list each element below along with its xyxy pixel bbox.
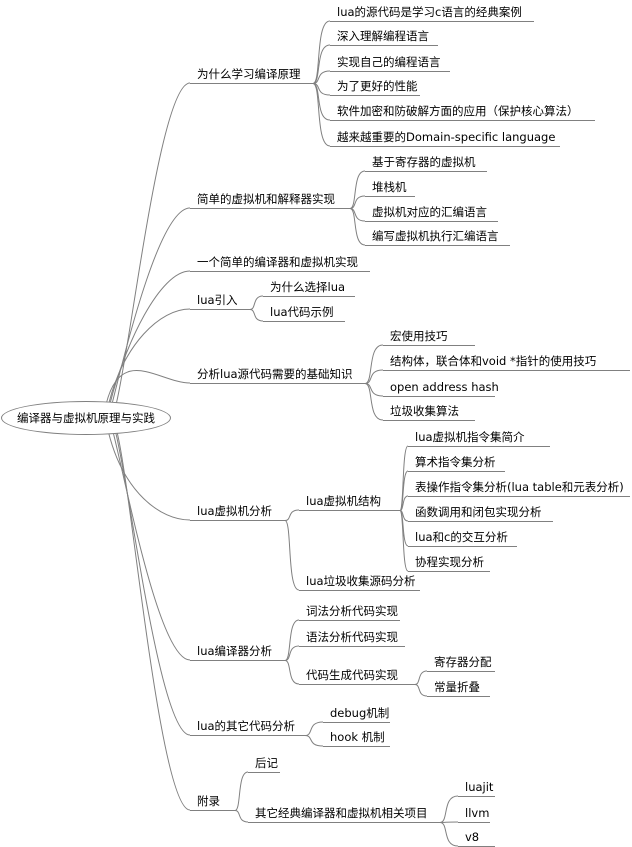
connector-line: [414, 684, 428, 697]
root-node-label: 编译器与虚拟机原理与实践: [17, 411, 155, 425]
connector-line: [349, 195, 366, 209]
subtopic-node[interactable]: 寄存器分配: [434, 655, 492, 669]
subtopic-node[interactable]: 垃圾收集算法: [390, 404, 459, 418]
subtopic-node[interactable]: 代码生成代码实现: [306, 668, 398, 682]
subtopic-node[interactable]: 深入理解编程语言: [337, 29, 429, 43]
connector-line: [312, 44, 331, 84]
topic-node[interactable]: 附录: [197, 794, 220, 808]
connector-line: [284, 660, 300, 685]
topic-node[interactable]: 分析lua源代码需要的基础知识: [197, 367, 353, 381]
subtopic-node[interactable]: 常量折叠: [434, 680, 480, 694]
connector-line: [312, 83, 331, 121]
connector-line: [115, 431, 191, 736]
subtopic-node[interactable]: llvm: [465, 806, 490, 820]
subtopic-node[interactable]: 表操作指令集分析(lua table和元表分析): [415, 480, 624, 494]
subtopic-node[interactable]: debug机制: [330, 706, 390, 720]
connector-line: [249, 309, 264, 322]
subtopic-node[interactable]: 后记: [255, 756, 278, 770]
subtopic-node[interactable]: 实现自己的编程语言: [337, 55, 441, 69]
subtopic-node[interactable]: 越来越重要的Domain-specific language: [337, 130, 556, 144]
connector-line: [399, 495, 409, 511]
subtopic-node[interactable]: 虚拟机对应的汇编语言: [372, 205, 487, 219]
subtopic-node[interactable]: lua虚拟机结构: [306, 494, 382, 508]
connector-line: [105, 370, 191, 405]
topic-node[interactable]: lua虚拟机分析: [197, 504, 273, 518]
connector-line: [399, 470, 409, 511]
connector-line: [234, 771, 249, 811]
connector-line: [364, 383, 384, 421]
topic-node[interactable]: lua引入: [197, 293, 238, 307]
subtopic-node[interactable]: open address hash: [390, 380, 499, 394]
connector-line: [304, 721, 324, 736]
connector-line: [284, 509, 300, 521]
connector-line: [284, 645, 300, 661]
subtopic-node[interactable]: 软件加密和防破解方面的应用（保护核心算法）: [337, 104, 579, 118]
connector-line: [399, 510, 409, 572]
connector-line: [439, 822, 459, 847]
connector-line: [234, 810, 249, 823]
connector-line: [284, 520, 300, 591]
subtopic-node[interactable]: 结构体，联合体和void *指针的使用技巧: [390, 354, 597, 368]
connector-line: [312, 83, 331, 147]
subtopic-node[interactable]: lua和c的交互分析: [415, 530, 508, 544]
topic-node[interactable]: 简单的虚拟机和解释器实现: [197, 192, 335, 206]
subtopic-node[interactable]: 堆栈机: [372, 180, 407, 194]
subtopic-node[interactable]: lua代码示例: [270, 305, 334, 319]
topic-node[interactable]: 一个简单的编译器和虚拟机实现: [197, 255, 358, 269]
subtopic-node[interactable]: hook 机制: [330, 730, 385, 744]
connector-line: [284, 619, 300, 661]
connector-line: [107, 431, 191, 521]
connector-line: [364, 369, 384, 384]
connector-line: [111, 207, 191, 405]
subtopic-node[interactable]: 语法分析代码实现: [306, 630, 398, 644]
topic-node[interactable]: lua编译器分析: [197, 644, 273, 658]
root-node[interactable]: 编译器与虚拟机原理与实践: [1, 401, 171, 435]
subtopic-node[interactable]: 为什么选择lua: [270, 280, 346, 294]
subtopic-node[interactable]: v8: [465, 830, 480, 844]
connector-line: [115, 82, 191, 405]
subtopic-node[interactable]: 算术指令集分析: [415, 455, 496, 469]
connector-line: [349, 208, 366, 246]
connector-line: [439, 795, 459, 823]
subtopic-node[interactable]: lua的源代码是学习c语言的经典案例: [337, 5, 522, 19]
topic-node[interactable]: lua的其它代码分析: [197, 719, 296, 733]
subtopic-node[interactable]: lua垃圾收集源码分析: [306, 574, 416, 588]
connector-line: [414, 670, 428, 685]
connector-line: [112, 431, 191, 661]
subtopic-node[interactable]: 协程实现分析: [415, 555, 484, 569]
subtopic-node[interactable]: luajit: [465, 780, 494, 794]
connector-line: [349, 170, 366, 209]
subtopic-node[interactable]: 编写虚拟机执行汇编语言: [372, 229, 499, 243]
subtopic-node[interactable]: 为了更好的性能: [337, 79, 418, 93]
connector-line: [312, 70, 331, 84]
connector-line: [364, 344, 384, 384]
connector-line: [108, 308, 191, 405]
subtopic-node[interactable]: 词法分析代码实现: [306, 604, 398, 618]
subtopic-node[interactable]: 宏使用技巧: [390, 329, 448, 343]
connector-line: [439, 821, 459, 823]
subtopic-node[interactable]: 其它经典编译器和虚拟机相关项目: [255, 806, 428, 820]
connector-line: [304, 735, 324, 747]
topic-node[interactable]: 为什么学习编译原理: [197, 67, 301, 81]
connector-line: [116, 431, 191, 811]
connector-line: [249, 295, 264, 310]
subtopic-node[interactable]: lua虚拟机指令集简介: [415, 430, 525, 444]
connector-line: [109, 270, 191, 405]
subtopic-node[interactable]: 函数调用和闭包实现分析: [415, 505, 542, 519]
subtopic-node[interactable]: 基于寄存器的虚拟机: [372, 155, 476, 169]
